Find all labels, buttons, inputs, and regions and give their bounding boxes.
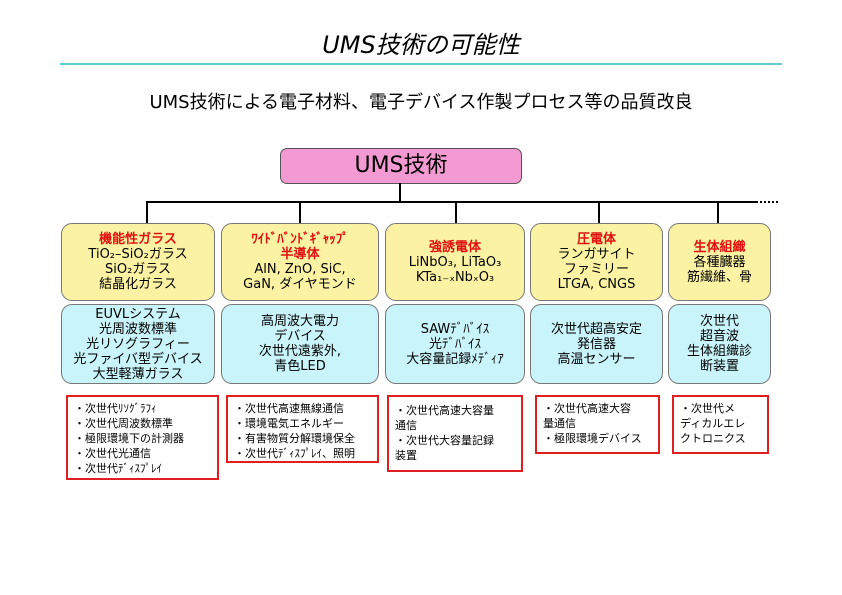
application-line: 光ﾃﾞﾊﾞｲｽ [428, 336, 481, 352]
application-line: 青色LED [274, 359, 326, 374]
application-line: 高温センサー [557, 351, 636, 367]
category-name: 圧電体 [576, 232, 616, 247]
list-item: ・有害物質分解環境保全 [234, 432, 355, 445]
category-box: 強誘電体 LiNbO₃, LiTaO₃ KTa₁₋ₓNbₓO₃ [385, 223, 525, 301]
category-box: 生体組織 各種臓器 筋繊維、骨 [668, 223, 771, 301]
material-line: LTGA, CNGS [557, 277, 636, 292]
category-name: 半導体 [280, 247, 320, 262]
future-list: ・次世代高速大容量 通信 ・次世代大容量記録 装置 [387, 395, 523, 472]
branch-connector-5 [717, 201, 719, 223]
application-line: 光ファイバ型デバイス [73, 351, 203, 367]
material-line: 各種臓器 [693, 254, 746, 270]
application-line: 大型軽薄ガラス [92, 366, 184, 382]
list-item: クトロニクス [680, 432, 746, 445]
slide-title: UMS技術の可能性 [322, 31, 520, 59]
list-item: ・次世代大容量記録 [395, 434, 494, 447]
list-item: 通信 [395, 419, 417, 432]
list-item: ・次世代ﾃﾞｨｽﾌﾟﾚｲ [74, 462, 162, 475]
application-box: 高周波大電力 デバイス 次世代遠紫外, 青色LED [221, 304, 379, 384]
category-name: 機能性ガラス [99, 232, 177, 247]
material-line: SiO₂ガラス [104, 262, 172, 277]
slide-subtitle: UMS技術による電子材料、電子デバイス作製プロセス等の品質改良 [149, 92, 693, 113]
list-item: ・環境電気エネルギー [234, 417, 344, 430]
dotted-extension [756, 201, 778, 203]
list-item: ・次世代メ [680, 402, 735, 415]
material-line: 結晶化ガラス [99, 277, 177, 292]
list-item: 装置 [395, 449, 417, 462]
list-item: ・極限環境下の計測器 [74, 432, 184, 445]
application-box: 次世代 超音波 生体組織診 断装置 [668, 304, 771, 384]
category-name: ﾜｲﾄﾞﾊﾞﾝﾄﾞｷﾞｬｯﾌﾟ [251, 232, 349, 247]
list-item: ディカルエレ [680, 417, 746, 430]
horizontal-connector [146, 201, 756, 203]
list-item: ・極限環境デバイス [543, 432, 642, 445]
application-line: SAWﾃﾞﾊﾞｲｽ [420, 321, 490, 337]
list-item: ・次世代高速大容量 [395, 404, 494, 417]
application-line: 生体組織診 [686, 344, 752, 359]
branch-connector-3 [455, 201, 457, 223]
material-line: KTa₁₋ₓNbₓO₃ [415, 269, 495, 285]
branch-connector-1 [146, 201, 148, 223]
future-list: ・次世代高速無線通信 ・環境電気エネルギー ・有害物質分解環境保全 ・次世代ﾃﾞ… [226, 395, 379, 463]
application-line: デバイス [274, 329, 326, 344]
category-name: 強誘電体 [428, 239, 481, 255]
material-line: 筋繊維、骨 [686, 269, 752, 285]
title-underline [60, 63, 782, 65]
application-line: 次世代 [699, 314, 739, 329]
application-line: 高周波大電力 [260, 314, 339, 329]
future-list: ・次世代ﾘｿｸﾞﾗﾌｨ ・次世代周波数標準 ・極限環境下の計測器 ・次世代光通信… [66, 395, 219, 480]
application-box: 次世代超高安定 発信器 高温センサー [530, 304, 663, 384]
material-line: ファミリー [563, 262, 629, 277]
material-line: GaN, ダイヤモンド [243, 277, 357, 292]
list-item: ・次世代光通信 [74, 447, 151, 460]
list-item: ・次世代周波数標準 [74, 417, 173, 430]
future-list: ・次世代メ ディカルエレ クトロニクス [672, 395, 769, 454]
application-line: 光周波数標準 [98, 321, 177, 337]
material-line: TiO₂–SiO₂ガラス [88, 247, 188, 262]
material-line: LiNbO₃, LiTaO₃ [408, 254, 502, 270]
application-box: SAWﾃﾞﾊﾞｲｽ 光ﾃﾞﾊﾞｲｽ 大容量記録ﾒﾃﾞｨｱ [385, 304, 525, 384]
application-line: 超音波 [699, 329, 739, 344]
application-line: 発信器 [576, 336, 616, 352]
material-line: AlN, ZnO, SiC, [254, 262, 346, 277]
category-name: 生体組織 [693, 239, 746, 255]
application-line: 次世代超高安定 [550, 321, 642, 337]
branch-connector-4 [598, 201, 600, 223]
category-box: 圧電体 ランガサイト ファミリー LTGA, CNGS [530, 223, 663, 301]
list-item: 量通信 [543, 417, 576, 430]
branch-connector-2 [299, 201, 301, 223]
application-box: EUVLシステム 光周波数標準 光リソグラフィー 光ファイバ型デバイス 大型軽薄… [61, 304, 215, 384]
application-line: 断装置 [699, 359, 739, 374]
category-box: ﾜｲﾄﾞﾊﾞﾝﾄﾞｷﾞｬｯﾌﾟ 半導体 AlN, ZnO, SiC, GaN, … [221, 223, 379, 301]
application-line: EUVLシステム [95, 306, 181, 322]
root-node: UMS技術 [280, 148, 522, 184]
root-connector [399, 183, 401, 202]
application-line: 大容量記録ﾒﾃﾞｨｱ [406, 351, 504, 367]
future-list: ・次世代高速大容 量通信 ・極限環境デバイス [535, 395, 660, 454]
list-item: ・次世代高速無線通信 [234, 402, 344, 415]
material-line: ランガサイト [557, 247, 636, 262]
application-line: 次世代遠紫外, [258, 344, 342, 359]
list-item: ・次世代ﾘｿｸﾞﾗﾌｨ [74, 402, 157, 415]
list-item: ・次世代高速大容 [543, 402, 631, 415]
category-box: 機能性ガラス TiO₂–SiO₂ガラス SiO₂ガラス 結晶化ガラス [61, 223, 215, 301]
list-item: ・次世代ﾃﾞｨｽﾌﾟﾚｲ、照明 [234, 447, 355, 460]
application-line: 光リソグラフィー [86, 336, 190, 352]
